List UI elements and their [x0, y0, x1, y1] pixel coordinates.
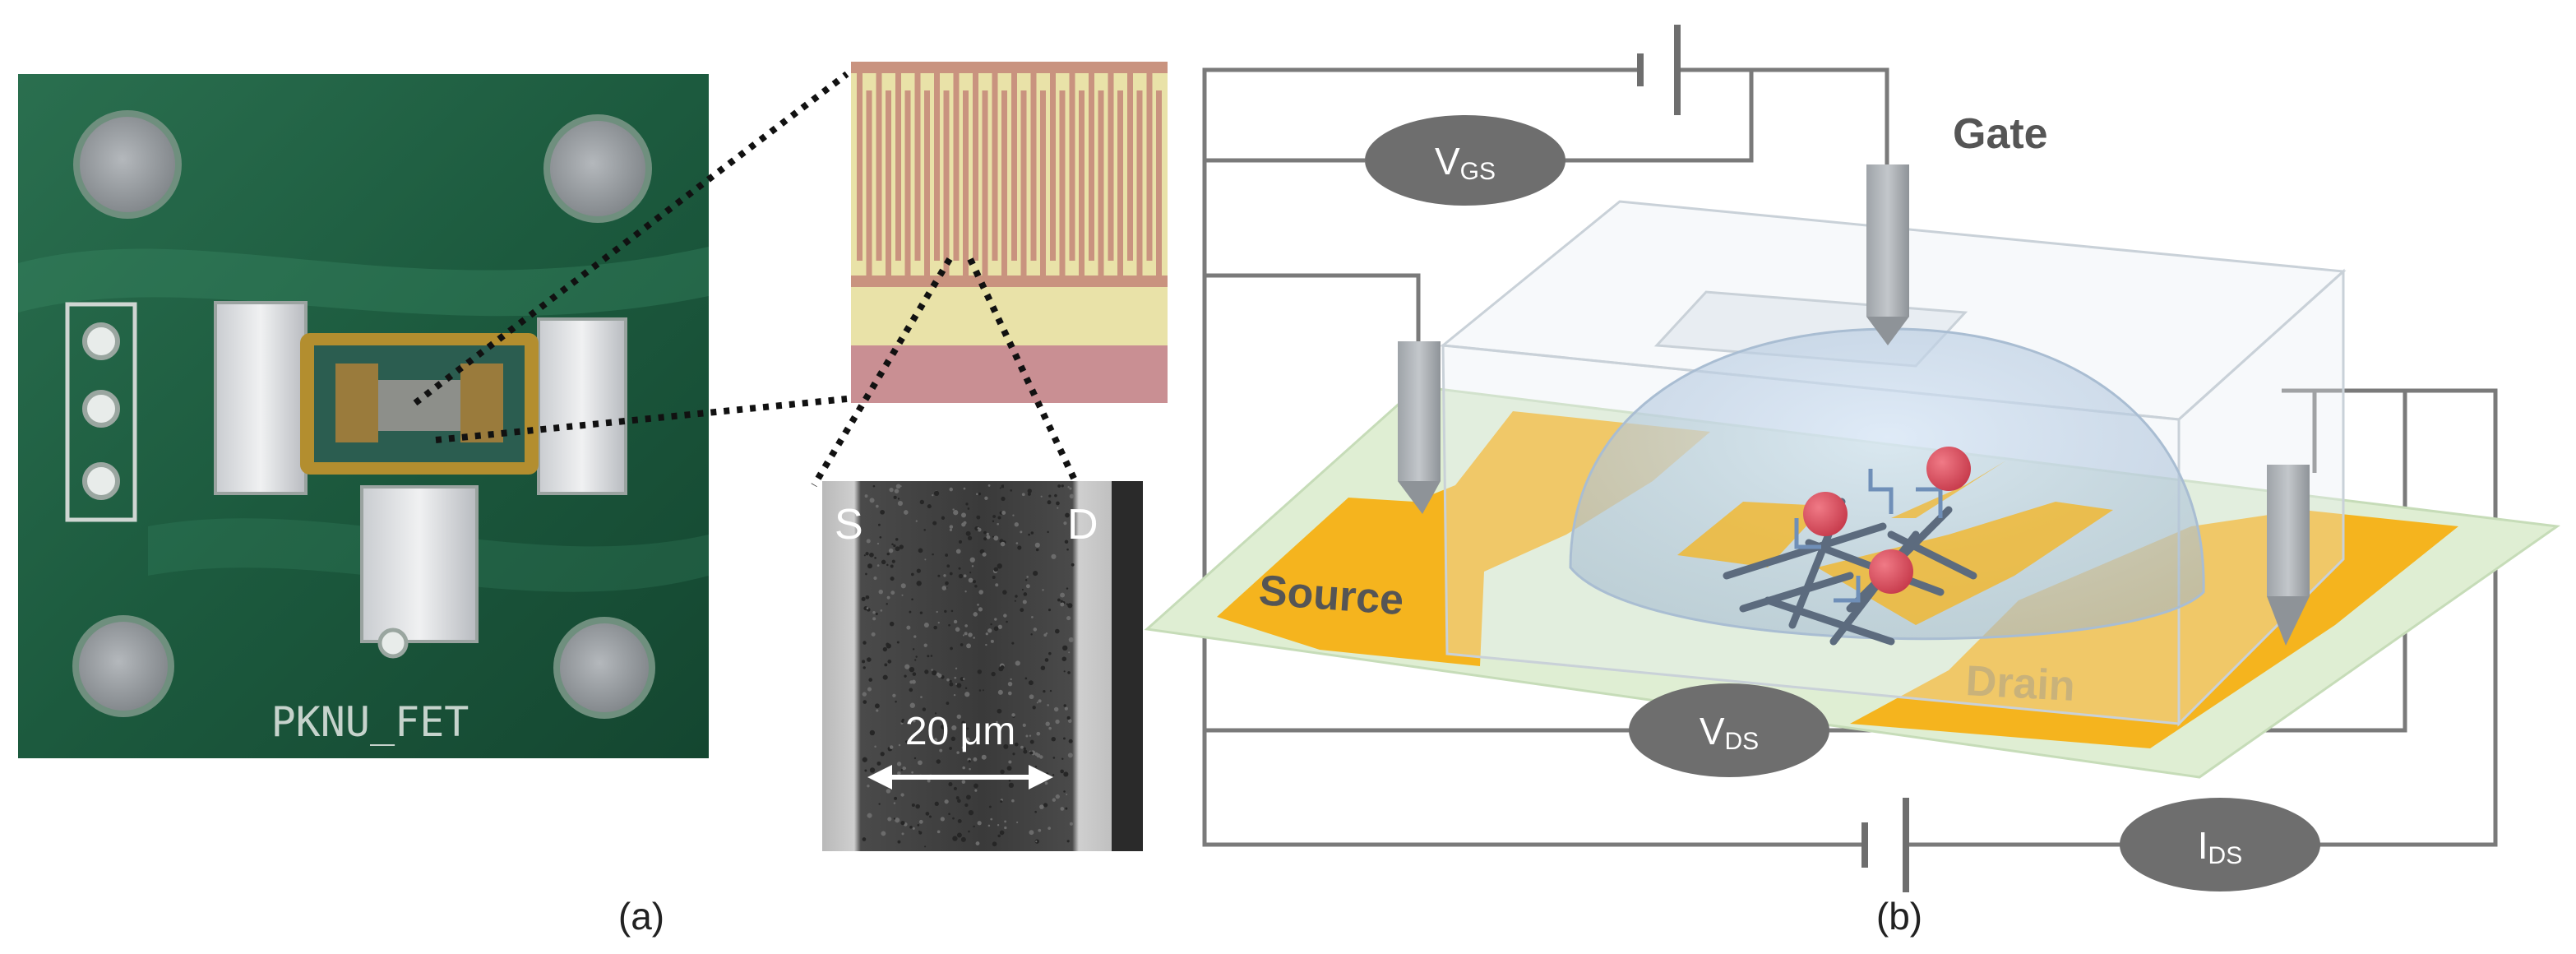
gate-probe: [1866, 164, 1909, 345]
source-electrode: [1217, 411, 1710, 666]
drain-probe: [2267, 465, 2310, 646]
target-molecule: [1926, 447, 1971, 491]
vgs-main: V: [1435, 140, 1460, 183]
mounting-hole: [73, 110, 182, 219]
zoom-line: [435, 396, 848, 443]
contact-pad: [214, 301, 308, 495]
scale-bar-label: 20 μm: [905, 710, 1015, 753]
vds-main: V: [1700, 710, 1725, 753]
pcb-board-photo: PKNU_FET: [18, 74, 709, 758]
vgs-sub: GS: [1460, 158, 1496, 185]
sem-drain-letter: D: [1067, 501, 1098, 549]
source-label: Source: [1257, 567, 1405, 624]
contact-pad: [537, 317, 627, 495]
zoom-line: [811, 257, 953, 488]
contact-pad: [360, 485, 479, 643]
gate-battery: [1637, 25, 1681, 115]
target-molecule: [1803, 492, 1848, 536]
circuit-wires: [1202, 67, 2498, 847]
vds-meter: VDS: [1629, 683, 1829, 777]
drain-battery: [1861, 798, 1909, 892]
mounting-hole: [543, 114, 652, 223]
inner-source-finger: [1677, 502, 1825, 567]
nanowire-network: [1723, 498, 1977, 646]
mounting-hole: [72, 615, 174, 717]
pin-header: [65, 302, 137, 522]
panel-a: PKNU_FET S D 20 μm (a): [18, 62, 1168, 938]
ids-main: I: [2198, 824, 2208, 867]
gate-label: Gate: [1953, 110, 2048, 158]
svg-text:VDS: VDS: [1700, 710, 1759, 755]
vgs-meter: VGS: [1365, 115, 1565, 206]
interdigitated-electrode-micrograph: [851, 62, 1168, 403]
panel-b: Gate Source Drain VGS VDS IDS (b): [1144, 25, 2561, 938]
vds-sub: DS: [1725, 728, 1760, 755]
inner-drain-finger: [1817, 502, 2113, 625]
sem-micrograph: S D 20 μm: [822, 481, 1143, 851]
board-label: PKNU_FET: [271, 698, 469, 746]
sem-source-letter: S: [835, 501, 863, 549]
panel-b-caption: (b): [1876, 895, 1922, 938]
svg-text:IDS: IDS: [2198, 824, 2242, 869]
mounting-hole: [553, 617, 655, 719]
zoom-line: [413, 71, 849, 406]
drain-label: Drain: [1964, 657, 2076, 711]
ids-sub: DS: [2208, 842, 2243, 869]
svg-text:VGS: VGS: [1435, 140, 1496, 185]
ids-meter: IDS: [2120, 798, 2320, 891]
panel-a-caption: (a): [618, 895, 664, 938]
source-probe: [1398, 341, 1441, 514]
zoom-line: [967, 257, 1080, 487]
target-molecule: [1869, 549, 1913, 594]
